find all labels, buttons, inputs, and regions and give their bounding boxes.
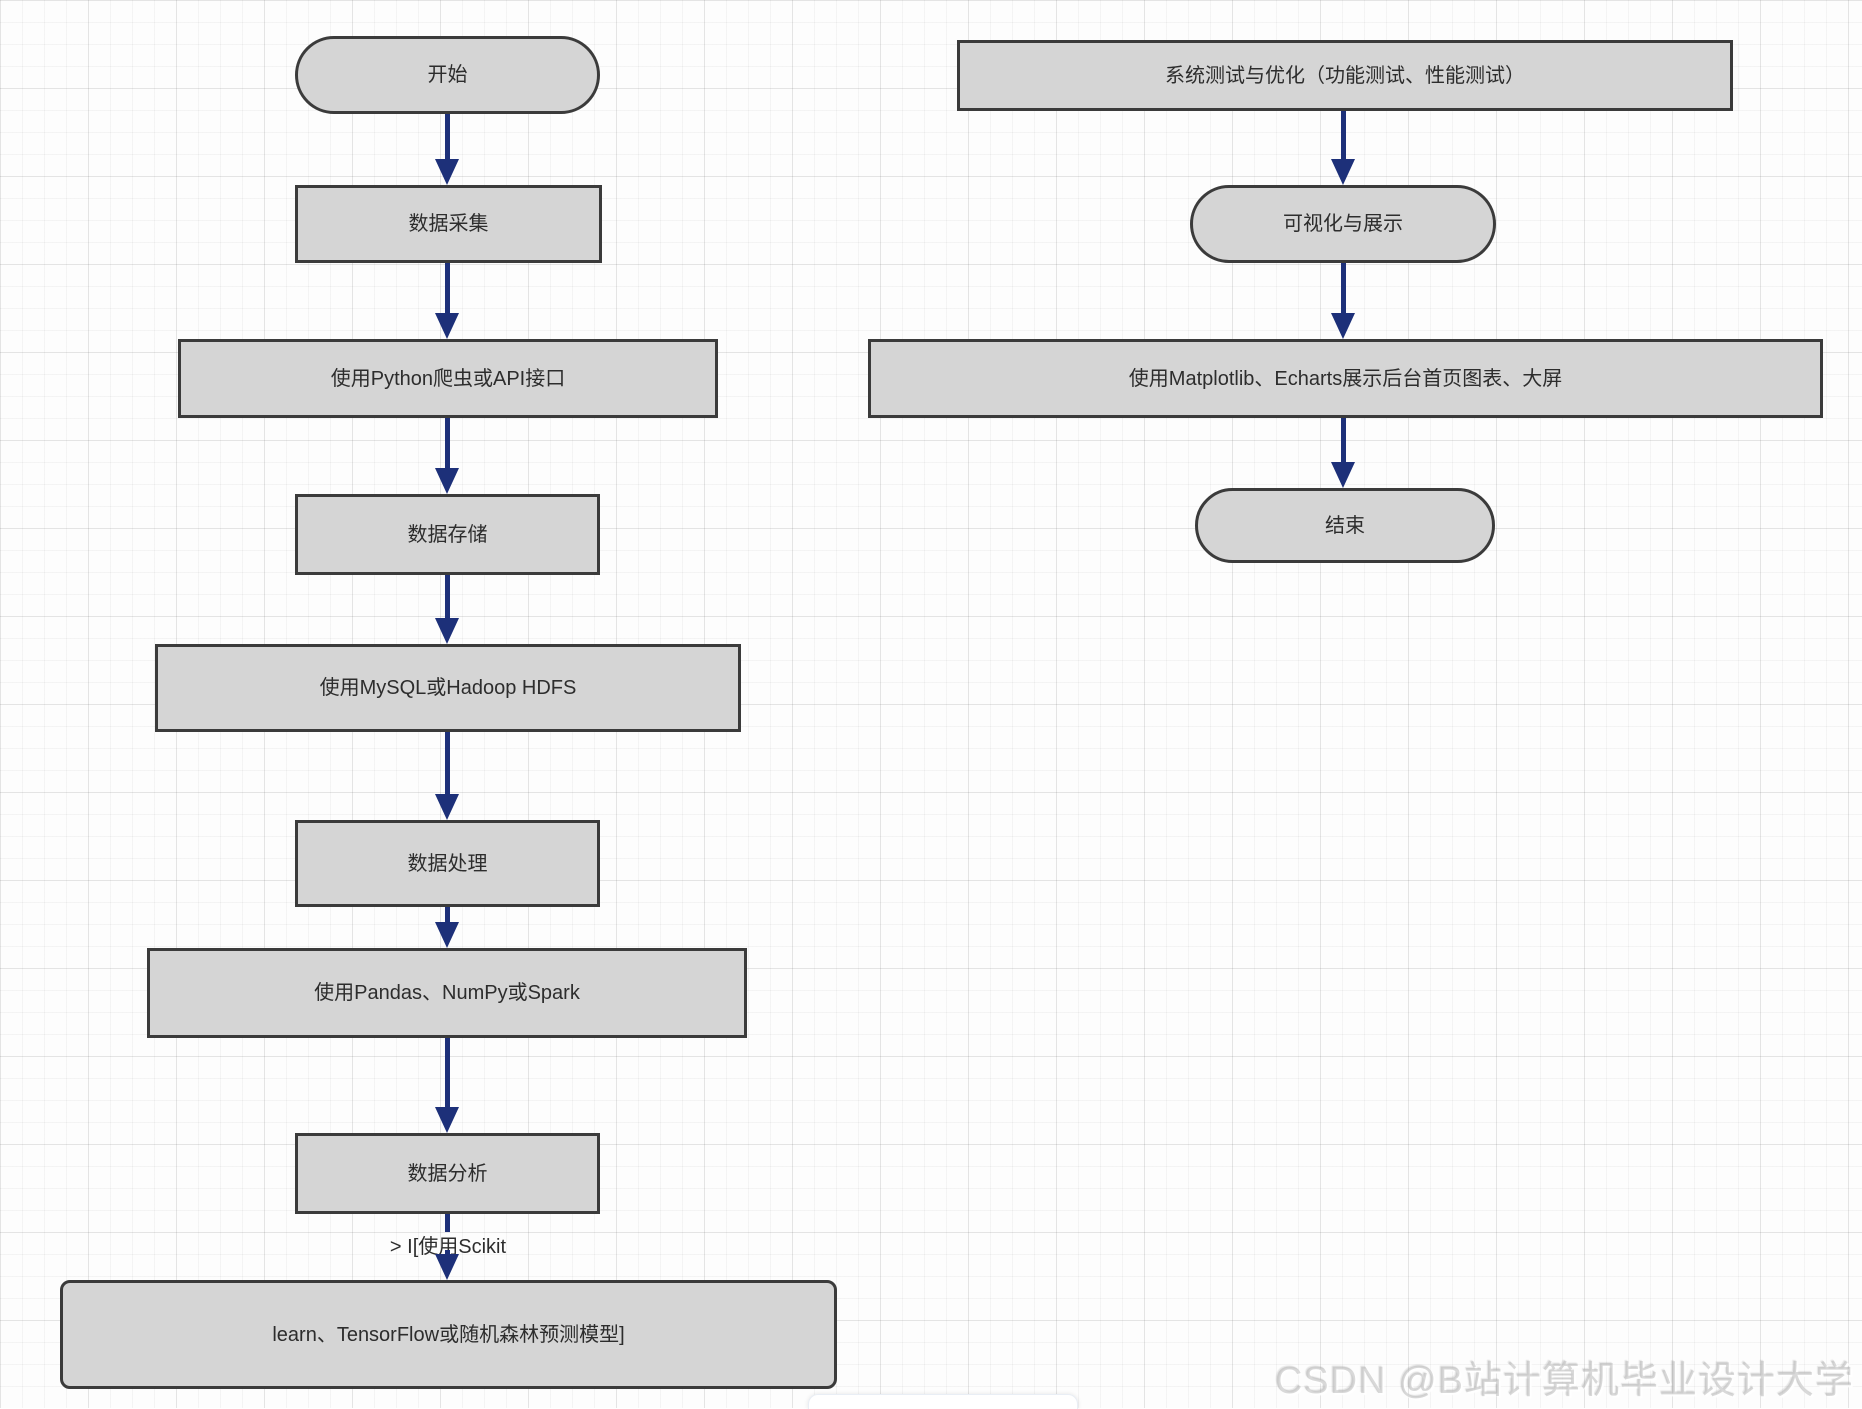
arrow-line [1341,263,1346,313]
bottom-panel-edge [808,1394,1078,1409]
start-node: 开始 [295,36,600,114]
csdn-watermark: CSDN @B站计算机毕业设计大学 [1274,1360,1854,1402]
arrow-line [1341,418,1346,462]
arrow-line [445,418,450,468]
data-processing-node: 数据处理 [295,820,600,907]
mysql-hadoop-node: 使用MySQL或Hadoop HDFS [155,644,741,732]
arrow-head [435,922,459,948]
arrow-head [1331,462,1355,488]
visualization-node: 可视化与展示 [1190,185,1496,263]
arrow-line [445,114,450,159]
end-node: 结束 [1195,488,1495,563]
arrow-head [435,313,459,339]
arrow-head [1331,159,1355,185]
matplotlib-echarts-node: 使用Matplotlib、Echarts展示后台首页图表、大屏 [868,339,1823,418]
arrow-line [445,575,450,618]
arrow-head [435,618,459,644]
edge-label-scikit: > I[使用Scikit [389,1236,507,1258]
arrow-head [435,794,459,820]
arrow-line [445,732,450,794]
arrow-line [445,1038,450,1107]
arrow-head [435,468,459,494]
python-crawler-api-node: 使用Python爬虫或API接口 [178,339,718,418]
scikit-tensorflow-model-node: learn、TensorFlow或随机森林预测模型] [60,1280,837,1389]
arrow-line [445,263,450,313]
arrow-line [445,907,450,922]
data-analysis-node: 数据分析 [295,1133,600,1214]
arrow-line [1341,111,1346,159]
arrow-head [435,1107,459,1133]
arrow-line [445,1214,450,1232]
arrow-line [445,1250,450,1256]
pandas-numpy-spark-node: 使用Pandas、NumPy或Spark [147,948,747,1038]
arrow-head [435,159,459,185]
system-test-node: 系统测试与优化（功能测试、性能测试） [957,40,1733,111]
data-collection-node: 数据采集 [295,185,602,263]
arrow-head [435,1254,459,1280]
arrow-head [1331,313,1355,339]
data-storage-node: 数据存储 [295,494,600,575]
